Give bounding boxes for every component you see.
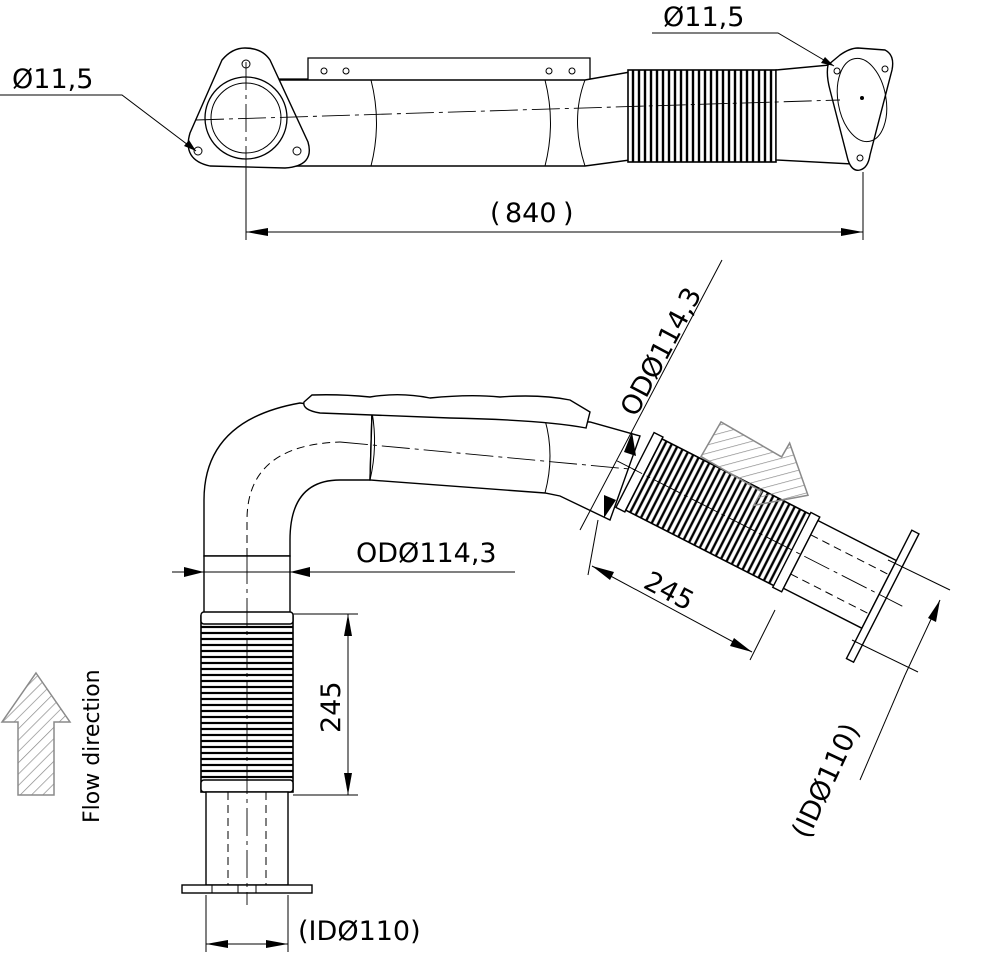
dim-arrowhead (928, 600, 940, 622)
hatched-arrow-icon (0, 671, 72, 796)
angled-outlet (614, 431, 920, 664)
extension-line (587, 519, 599, 576)
dim-id-bottom: (IDØ110) (298, 916, 421, 947)
pipe-joint (544, 419, 551, 494)
dim-arrowhead (592, 566, 614, 580)
dim-overall-length: ( 840 ) (490, 198, 574, 229)
side-bracket (303, 394, 591, 429)
flow-direction-label: Flow direction (80, 669, 105, 823)
flange-bore (836, 57, 888, 143)
dim-arrowhead (266, 940, 288, 948)
dim-bellow-angled: 245 (639, 566, 699, 618)
dim-arrowhead (624, 432, 636, 456)
top-pipe-joint (544, 79, 551, 167)
svg-text:245: 245 (316, 681, 347, 733)
leader-left-hole (0, 94, 197, 152)
svg-text:ODØ114,3: ODØ114,3 (356, 538, 497, 569)
flange-hole (856, 154, 864, 162)
top-bellow (627, 69, 777, 163)
dimension-line (579, 259, 723, 531)
svg-text:(IDØ110): (IDØ110) (786, 719, 866, 843)
dim-arrowhead (604, 495, 616, 518)
top-pipe-joint (370, 79, 377, 167)
hatched-arrow-icon (699, 420, 809, 507)
side-centerline (339, 441, 641, 471)
dimension-line (859, 674, 906, 781)
leader-right-hole (652, 32, 835, 67)
dim-arrowhead (290, 567, 310, 577)
svg-text:(: ( (490, 198, 501, 229)
flange-center-mark (860, 96, 864, 100)
flange-hole (292, 146, 302, 156)
flow-arrow-right (699, 420, 809, 507)
side-view: ODØ114,3 ODØ114,3 245 245 (172, 259, 951, 952)
bend-pipe (203, 402, 373, 557)
top-right-flange (826, 47, 894, 171)
bracket-hole (320, 67, 328, 75)
dim-arrowhead (344, 773, 352, 795)
bracket-hole (342, 67, 350, 75)
extension-line (851, 639, 919, 673)
dim-od-bend: ODØ114,3 (356, 538, 497, 569)
pipe-joint (369, 411, 376, 481)
dim-hole-right: Ø11,5 (663, 2, 744, 33)
bracket-hole (545, 67, 553, 75)
top-left-flange (187, 47, 310, 169)
flange-hole (833, 67, 841, 75)
flange-hole (881, 65, 889, 73)
svg-text:Ø11,5: Ø11,5 (12, 64, 93, 95)
svg-text:Flow direction: Flow direction (80, 669, 105, 823)
dim-hole-left: Ø11,5 (12, 64, 93, 95)
top-bracket (278, 57, 620, 80)
leader-arrowhead (821, 57, 834, 66)
top-pipe-joint (577, 79, 586, 167)
svg-text:(IDØ110): (IDØ110) (298, 916, 421, 947)
dim-arrowhead (841, 228, 863, 236)
svg-text:): ) (563, 198, 574, 229)
top-view: Ø11,5 Ø11,5 ( 840 ) (0, 2, 894, 240)
dim-arrowhead (206, 940, 228, 948)
svg-text:840: 840 (505, 198, 557, 229)
dim-bellow-vertical: 245 (316, 681, 347, 733)
dim-arrowhead (344, 614, 352, 636)
dim-arrowhead (246, 228, 268, 236)
svg-text:Ø11,5: Ø11,5 (663, 2, 744, 33)
dim-arrowhead (184, 567, 204, 577)
dim-id-right: (IDØ110) (786, 719, 866, 843)
svg-text:ODØ114,3: ODØ114,3 (615, 283, 708, 422)
flow-arrow-up (0, 671, 72, 796)
dim-od-outlet: ODØ114,3 (615, 283, 708, 422)
bracket-hole (568, 67, 576, 75)
leader-arrowhead (184, 140, 196, 151)
svg-text:245: 245 (639, 566, 699, 618)
bend-hidden-line (246, 441, 341, 556)
flange-hole (193, 146, 203, 156)
top-centerline (195, 99, 841, 121)
extension-line (887, 559, 951, 591)
extension-line (749, 609, 776, 661)
dimension-line (591, 565, 753, 653)
dim-arrowhead (730, 638, 752, 652)
